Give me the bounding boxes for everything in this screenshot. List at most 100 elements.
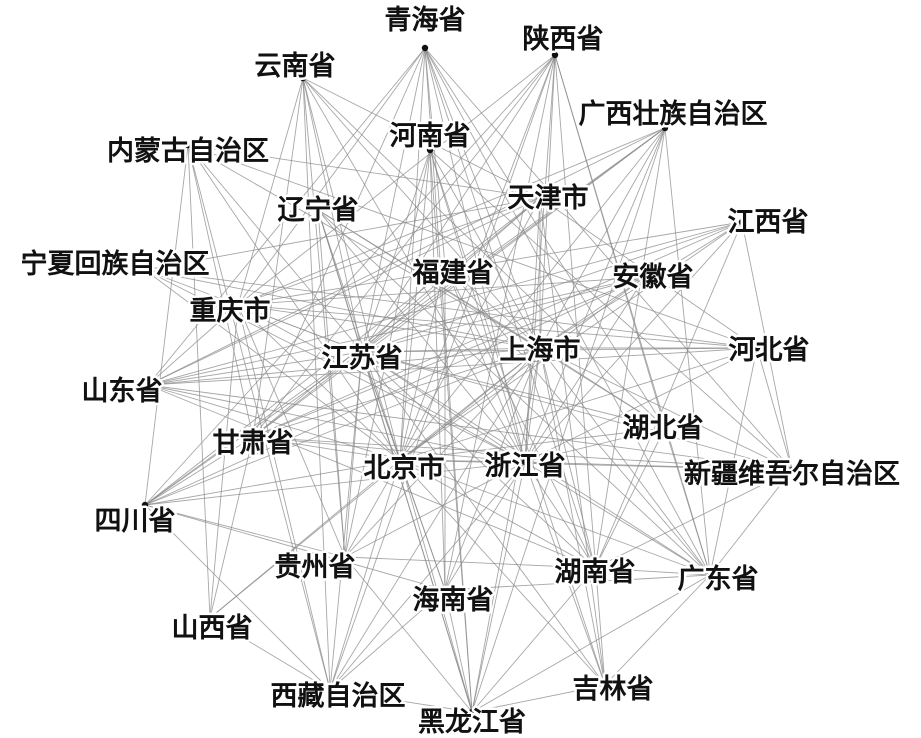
node-label-liaoning: 辽宁省 <box>278 194 359 226</box>
edge-xinjiang-guangdong <box>709 469 793 576</box>
edge-shandong-hunan <box>147 384 596 569</box>
node-dot-beijing <box>396 456 404 464</box>
edge-guangxi-heilongjiang <box>471 127 666 713</box>
edge-jiangsu-shandong <box>147 351 363 386</box>
edge-henan-jilin <box>429 149 606 686</box>
edge-beijing-guizhou <box>344 459 401 558</box>
node-dot-gansu <box>249 433 257 441</box>
edge-qinghai-jiangsu <box>361 47 426 353</box>
edge-shanghai-hunan <box>539 347 596 569</box>
node-dot-shanxi <box>206 614 214 622</box>
edge-henan-heilongjiang <box>429 149 473 713</box>
node-dot-liaoning <box>314 206 322 214</box>
edge-ningxia-zhejiang <box>144 269 526 463</box>
edge-anhui-jiangsu <box>361 276 646 353</box>
edge-tianjin-sichuan <box>144 197 541 506</box>
edge-beijing-hainan <box>399 459 446 591</box>
node-label-fujian: 福建省 <box>412 258 494 289</box>
edge-jilin-heilongjiang <box>471 684 606 713</box>
edge-yunnan-gansu <box>252 77 304 438</box>
node-label-layer: 青海省陕西省云南省广西壮族自治区内蒙古自治区河南省天津市辽宁省江西省宁夏回族自治… <box>18 3 903 738</box>
node-label-xinjiang: 新疆维吾尔自治区 <box>684 458 900 490</box>
edge-shanghai-hainan <box>444 347 541 591</box>
edge-shanghai-sichuan <box>144 347 541 506</box>
node-dot-ningxia <box>141 266 149 274</box>
edge-gansu-sichuan <box>144 436 254 506</box>
node-dot-shaanxi <box>551 51 559 59</box>
node-label-zhejiang: 浙江省 <box>485 451 566 482</box>
edge-chongqing-jiangsu <box>237 304 363 353</box>
node-dot-shandong <box>144 381 152 389</box>
node-dot-zhejiang <box>521 458 529 466</box>
edge-henan-guizhou <box>344 149 431 558</box>
edge-shanghai-shanxi <box>209 347 541 619</box>
edge-chongqing-shanxi <box>209 304 239 619</box>
edge-jiangxi-chongqing <box>237 221 743 306</box>
edge-shaanxi-jilin <box>554 54 606 686</box>
edge-ningxia-hebei <box>144 269 758 349</box>
edge-neimenggu-gansu <box>187 144 254 438</box>
edge-zhejiang-xizang <box>329 461 526 691</box>
edge-guangdong-jilin <box>604 574 711 686</box>
edge-shandong-xinjiang <box>147 384 793 471</box>
node-label-heilongjiang: 黑龙江省 <box>418 707 526 738</box>
edge-ningxia-shanghai <box>144 269 541 349</box>
node-label-henan: 河南省 <box>390 121 471 152</box>
edge-fujian-guangdong <box>444 264 711 576</box>
edge-yunnan-hubei <box>302 77 666 429</box>
edge-guangxi-zhejiang <box>524 127 666 463</box>
edge-zhejiang-xinjiang <box>524 461 793 471</box>
edge-jiangxi-hunan <box>594 221 743 569</box>
edge-shanghai-xizang <box>329 347 541 691</box>
node-label-shaanxi: 陕西省 <box>523 24 604 55</box>
node-label-guangdong: 广东省 <box>678 563 759 595</box>
node-label-beijing: 北京市 <box>364 452 445 484</box>
node-dot-jiangxi <box>738 218 746 226</box>
edge-jiangxi-beijing <box>399 221 743 461</box>
node-dot-xizang <box>326 686 334 694</box>
edge-shaanxi-hainan <box>444 54 556 591</box>
edge-guizhou-heilongjiang <box>344 556 473 713</box>
edge-gansu-beijing <box>252 436 401 461</box>
edge-beijing-heilongjiang <box>399 459 473 713</box>
node-dot-jiangsu <box>358 348 366 356</box>
edge-hubei-hunan <box>594 427 666 569</box>
node-dot-anhui <box>641 273 649 281</box>
node-dot-guangxi <box>661 124 669 132</box>
node-dot-shanghai <box>536 344 544 352</box>
node-dot-chongqing <box>234 301 242 309</box>
edge-neimenggu-beijing <box>187 144 401 461</box>
node-label-gansu: 甘肃省 <box>213 428 294 459</box>
edge-shanghai-xinjiang <box>539 347 793 471</box>
edge-jiangxi-jiangsu <box>361 221 743 353</box>
node-dot-fujian <box>441 261 449 269</box>
edge-jiangxi-gansu <box>252 221 743 438</box>
edge-hainan-xizang <box>329 589 446 691</box>
edge-hebei-xinjiang <box>756 347 793 471</box>
edge-tianjin-beijing <box>399 197 541 461</box>
edge-shandong-beijing <box>147 384 401 461</box>
edge-gansu-zhejiang <box>252 436 526 463</box>
edge-chongqing-guizhou <box>237 304 346 558</box>
edge-ningxia-beijing <box>144 269 401 461</box>
edge-henan-jiangsu <box>361 149 431 353</box>
edge-shaanxi-chongqing <box>237 54 556 306</box>
edge-shanghai-zhejiang <box>524 347 541 463</box>
edge-qinghai-shandong <box>147 47 426 386</box>
edge-xizang-heilongjiang <box>329 689 473 713</box>
node-dot-guangdong <box>706 571 714 579</box>
edge-yunnan-chongqing <box>237 77 304 306</box>
edge-yunnan-shanghai <box>302 77 541 349</box>
edge-liaoning-guizhou <box>317 209 346 558</box>
edge-zhejiang-hainan <box>444 461 526 591</box>
edge-xinjiang-hunan <box>594 469 793 569</box>
edge-neimenggu-sichuan <box>144 144 189 506</box>
edge-liaoning-guangdong <box>317 209 711 576</box>
edge-qinghai-guangdong <box>424 47 711 576</box>
edge-guangdong-hainan <box>444 574 711 591</box>
edge-zhejiang-sichuan <box>144 461 526 506</box>
edge-tianjin-hebei <box>539 197 758 349</box>
edge-gansu-xinjiang <box>252 436 793 471</box>
edge-shanghai-guangdong <box>539 347 711 576</box>
